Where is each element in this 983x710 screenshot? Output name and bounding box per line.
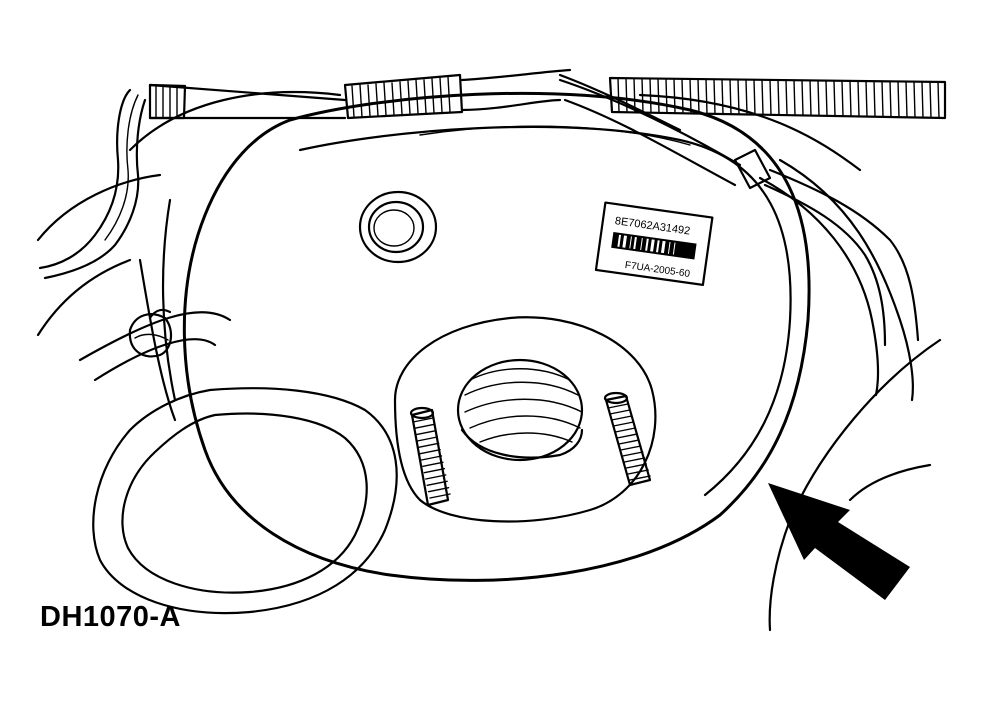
barcode-icon bbox=[611, 231, 697, 260]
vacuum-line bbox=[558, 78, 920, 347]
part-label: 8E7062A31492 F7UA-2005-60 bbox=[594, 201, 714, 287]
vacuum-hose-loop bbox=[78, 308, 398, 615]
left-bracket bbox=[38, 88, 147, 280]
part-code-text: F7UA-2005-60 bbox=[624, 260, 691, 280]
check-valve-grommet bbox=[358, 190, 438, 264]
mounting-stud-right bbox=[603, 391, 652, 487]
indicator-arrow bbox=[768, 483, 910, 600]
mounting-stud-left bbox=[409, 406, 451, 507]
brake-booster-shell bbox=[182, 91, 811, 582]
figure-id-label: DH1070-A bbox=[40, 601, 181, 633]
mounting-boss bbox=[393, 316, 657, 523]
corrugated-hose-right bbox=[608, 76, 947, 120]
corrugated-hose-stub bbox=[148, 83, 187, 120]
